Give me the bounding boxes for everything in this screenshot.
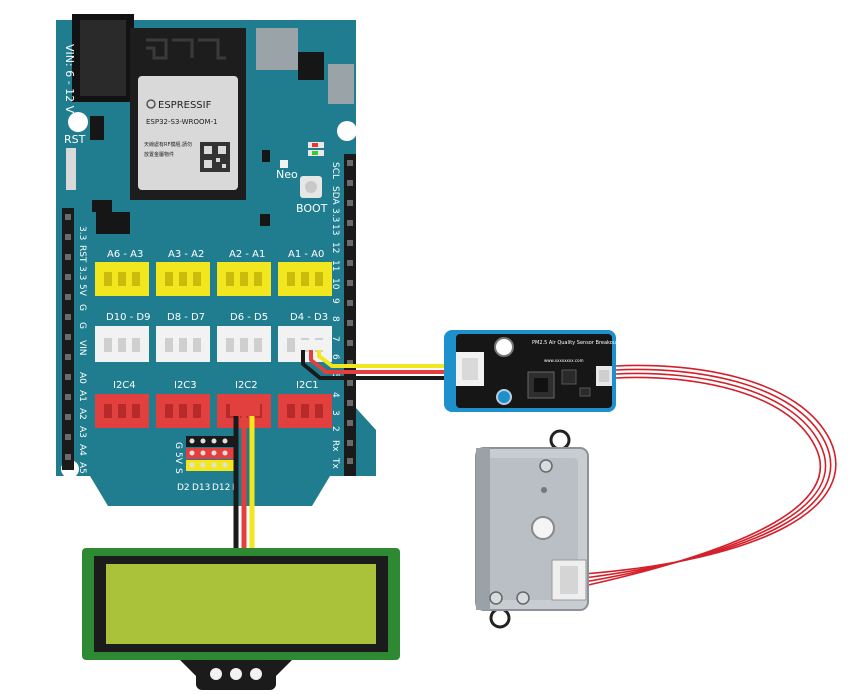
pin-label: 3.3: [77, 266, 87, 280]
side-header-label: S: [173, 468, 183, 474]
pin-label: RST: [77, 245, 87, 263]
bottom-pin-label: D13: [192, 483, 210, 493]
lcd-display: [82, 548, 400, 690]
adapter-title: PM2.5 Air Quality Sensor Breakout: [532, 340, 618, 346]
lcd-cable: [233, 412, 255, 552]
pin-label: A4: [77, 444, 87, 456]
i2c-header-label: I2C1: [296, 380, 319, 391]
pin-label: A3: [77, 426, 87, 438]
pin-label: A1: [77, 390, 87, 402]
usb-port: [256, 28, 298, 70]
digital-header-label: D10 - D9: [106, 312, 150, 323]
side-header-label: G: [173, 442, 183, 449]
pin-label: 10: [330, 278, 340, 290]
analog-header-label: A1 - A0: [288, 249, 324, 260]
pin-label: 6: [330, 354, 340, 360]
pin-label: 9: [330, 298, 340, 304]
pin-label: Rx: [330, 440, 340, 452]
analog-header-label: A2 - A1: [229, 249, 265, 260]
module-note-2: 放置金屬物件: [144, 151, 174, 158]
i2c-header-label: I2C2: [235, 380, 258, 391]
lcd-screen: [106, 564, 376, 644]
mount-hole: [68, 112, 88, 132]
pin-label: 13: [330, 224, 340, 235]
vin-label: VIN: 6 - 12 V: [63, 44, 76, 114]
pin-label: G: [77, 322, 87, 329]
pin-label: A2: [77, 408, 87, 420]
cable-plug: [230, 404, 260, 416]
pin-label: SDA: [330, 186, 340, 205]
mount-hole: [337, 121, 357, 141]
pm25-adapter-board: PM2.5 Air Quality Sensor Breakout www.xx…: [444, 330, 618, 412]
pin-label: 3: [330, 410, 340, 416]
voltage-regulator: [96, 212, 130, 234]
right-pin-header: [344, 154, 356, 476]
pin-label: 5: [330, 372, 340, 378]
dev-board: VIN: 6 - 12 V RST ESPRESSIF ESP32-S3-WRO…: [56, 14, 376, 506]
analog-header-label: A3 - A2: [168, 249, 204, 260]
i2c-header-label: I2C4: [113, 380, 136, 391]
gpio-header: [186, 436, 234, 471]
side-header-label: 5V: [173, 452, 183, 465]
neo-label: Neo: [276, 168, 298, 181]
bottom-pin-label: D2: [177, 483, 190, 493]
i2c-header-label: I2C3: [174, 380, 197, 391]
analog-connectors: [95, 262, 332, 296]
sensor-ribbon: [583, 364, 837, 587]
digital-header-label: D4 - D3: [290, 312, 328, 323]
pin-label: A5: [77, 462, 87, 474]
pin-label: Tx: [330, 457, 340, 469]
pin-label: A0: [77, 372, 87, 384]
cable-plug: [298, 340, 324, 350]
rst-label: RST: [64, 133, 86, 146]
module-name: ESP32-S3-WROOM-1: [146, 118, 217, 126]
pin-label: 4: [330, 392, 340, 398]
pin-label: 7: [330, 336, 340, 342]
digital-header-label: D8 - D7: [167, 312, 205, 323]
digital-header-label: D6 - D5: [230, 312, 268, 323]
module-note-1: 天線處有RF模組,請勿: [144, 141, 192, 148]
pin-label: 12: [330, 242, 340, 253]
bottom-pin-label: D12: [212, 483, 230, 493]
reset-button[interactable]: [66, 148, 76, 190]
pin-label: 5V: [77, 284, 87, 297]
pin-label: 3.3: [330, 208, 340, 222]
pin-label: 8: [330, 316, 340, 322]
pin-label: VIN: [77, 340, 87, 356]
pin-label: G: [77, 304, 87, 311]
pin-label: SCL: [330, 162, 340, 179]
adapter-url: www.xxxxxxxx.com: [544, 358, 584, 363]
pm25-sensor: [475, 429, 589, 629]
board-cutout-left: [56, 476, 108, 506]
module-brand: ESPRESSIF: [158, 100, 212, 111]
pin-label: 2: [330, 426, 340, 432]
board-cutout-right: [312, 476, 376, 506]
pin-label: 3.3: [77, 226, 87, 240]
boot-label: BOOT: [296, 202, 328, 215]
analog-header-label: A6 - A3: [107, 249, 143, 260]
esp32-module: ESPRESSIF ESP32-S3-WROOM-1 天線處有RF模組,請勿 放…: [130, 28, 246, 200]
pin-label: 11: [330, 260, 340, 271]
